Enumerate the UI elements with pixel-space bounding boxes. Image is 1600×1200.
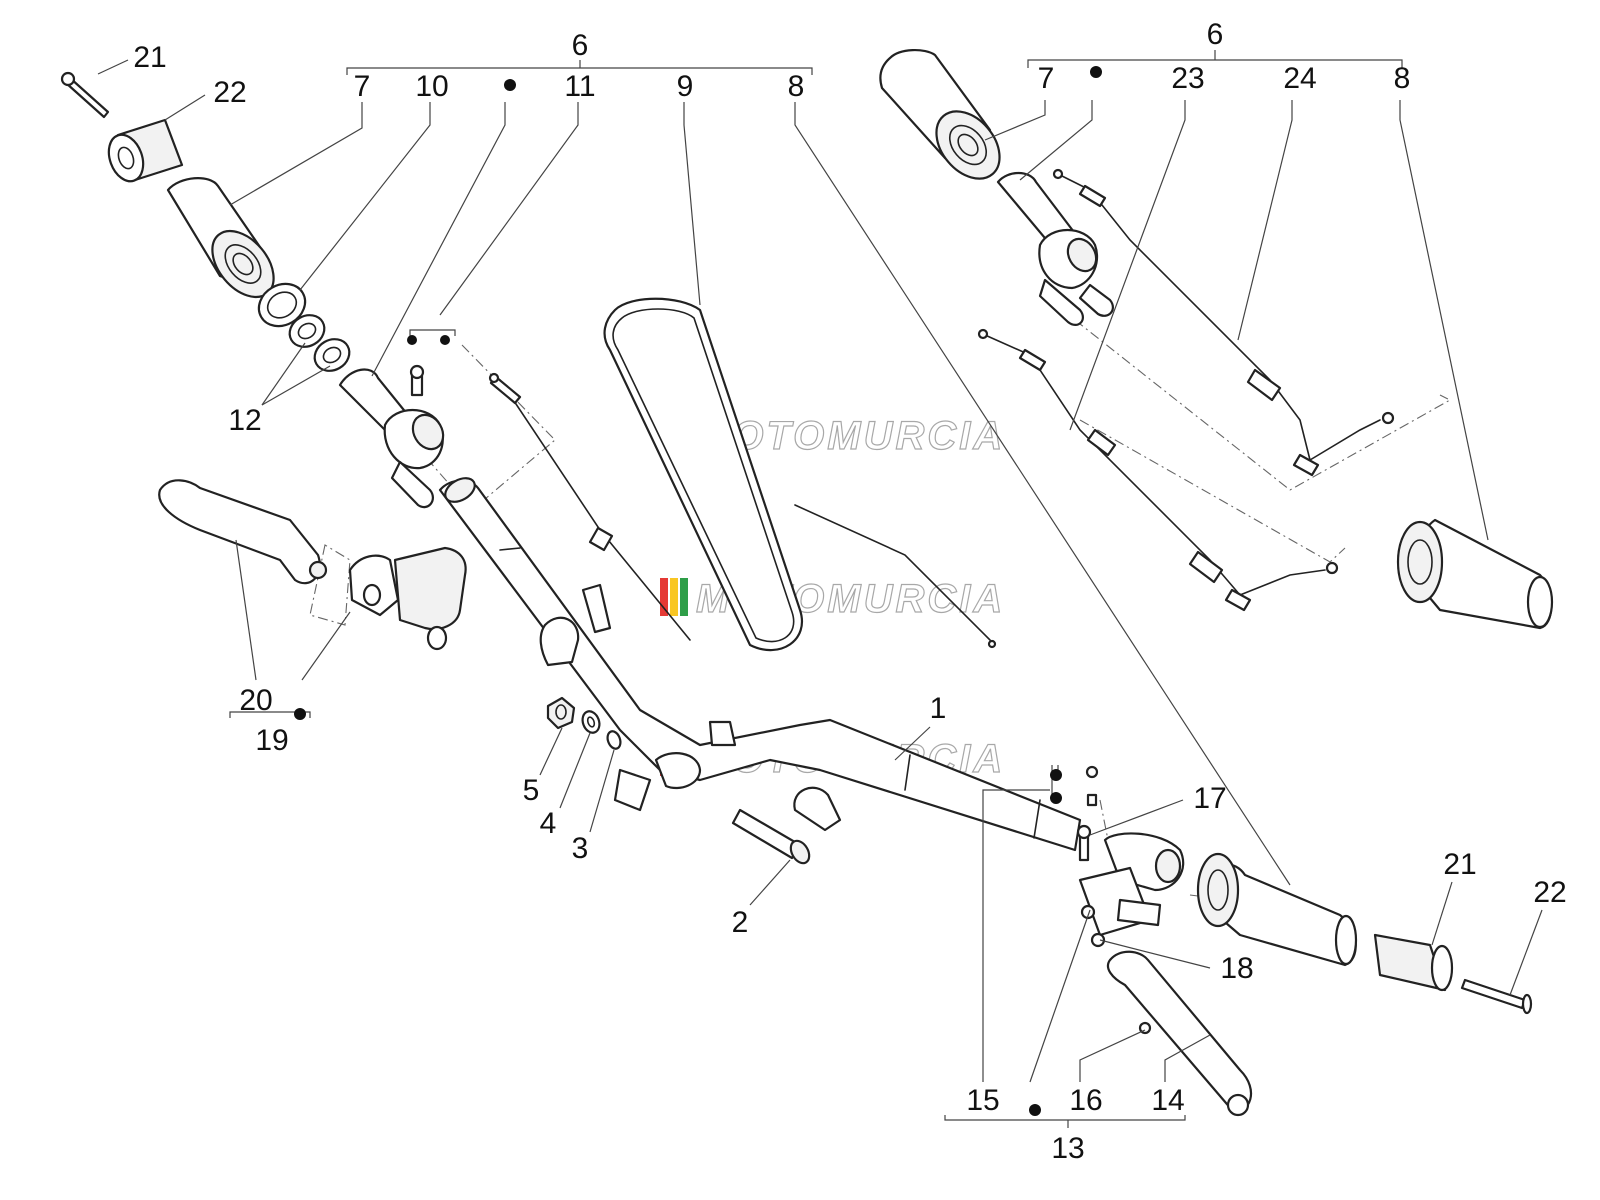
label-21-right: 21 <box>1443 848 1476 881</box>
bar-end-bolt-right <box>1460 978 1533 1015</box>
right-far-grip <box>1396 518 1554 630</box>
clutch-lever-bracket <box>1078 832 1185 937</box>
right-lower-grip <box>1196 852 1358 967</box>
label-16: 16 <box>1069 1084 1102 1117</box>
label-6-right: 6 <box>1207 18 1224 51</box>
washer-4 <box>581 710 601 734</box>
throttle-cable-24 <box>1052 168 1395 477</box>
throttle-cable-23 <box>977 328 1339 612</box>
label-14: 14 <box>1151 1084 1184 1117</box>
watermark-2: MOTOMURCIA <box>660 576 1003 622</box>
left-grip <box>166 177 275 299</box>
handlebar-main <box>438 477 1082 852</box>
bolt-2 <box>731 808 811 865</box>
long-cable-8 <box>794 504 997 649</box>
clutch-lever-14 <box>1106 950 1252 1117</box>
label-19: 19 <box>255 724 288 757</box>
assembly-dots <box>294 66 1102 1116</box>
washer-10 <box>257 282 307 328</box>
label-7-left: 7 <box>354 70 371 103</box>
label-15: 15 <box>966 1084 999 1117</box>
label-5: 5 <box>523 774 540 807</box>
part-labels: 6 6 21 22 7 10 11 9 8 7 23 24 8 12 20 19… <box>133 18 1566 1165</box>
right-top-grip <box>879 49 1001 180</box>
label-20: 20 <box>239 684 272 717</box>
choke-cable <box>488 372 691 641</box>
leader-lines <box>97 50 1543 1128</box>
right-throttle-housing <box>996 171 1114 326</box>
watermark-1: MOTOMURCIA <box>660 413 1005 459</box>
label-24: 24 <box>1283 62 1316 95</box>
label-2: 2 <box>732 906 749 939</box>
bar-end-bolt-left <box>60 71 110 119</box>
washer-12b <box>313 338 351 372</box>
label-7-right: 7 <box>1038 62 1055 95</box>
label-10: 10 <box>415 70 448 103</box>
label-8-left: 8 <box>788 70 805 103</box>
label-11: 11 <box>564 70 595 103</box>
label-22-left: 22 <box>213 76 246 109</box>
label-21-left: 21 <box>133 41 166 74</box>
label-22-right: 22 <box>1533 876 1566 909</box>
label-17: 17 <box>1193 782 1226 815</box>
label-4: 4 <box>540 807 557 840</box>
label-6-left: 6 <box>572 29 589 62</box>
nut-5 <box>546 696 576 730</box>
bar-end-weight-right <box>1373 933 1454 992</box>
label-13: 13 <box>1051 1132 1084 1165</box>
cable-loop-9 <box>603 297 803 652</box>
label-18: 18 <box>1220 952 1253 985</box>
watermark-text: MOTOMURCIA <box>696 414 1005 458</box>
label-1: 1 <box>930 692 947 725</box>
master-cylinder <box>348 546 467 651</box>
washer-12a <box>288 314 326 348</box>
washer-3 <box>606 730 622 750</box>
screws-17-15 <box>1076 765 1152 1035</box>
left-throttle-housing <box>338 364 445 509</box>
bar-end-weight-left <box>107 118 184 183</box>
label-3: 3 <box>572 832 589 865</box>
label-23: 23 <box>1171 62 1204 95</box>
label-9: 9 <box>677 70 694 103</box>
left-brake-lever <box>158 479 328 585</box>
label-8-right: 8 <box>1394 62 1411 95</box>
label-12: 12 <box>228 404 261 437</box>
